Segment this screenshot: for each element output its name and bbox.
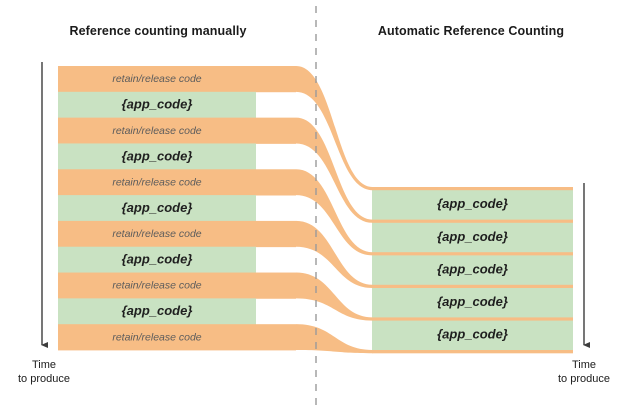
right-app-code-bar bbox=[372, 252, 573, 286]
left-retain-bar-label: retain/release code bbox=[112, 73, 201, 85]
left-app-code-bar bbox=[58, 91, 256, 119]
left-app-code-bar-label: {app_code} bbox=[122, 148, 193, 163]
right-app-code-bar-label: {app_code} bbox=[437, 229, 508, 244]
right-axis-caption-line1: Time bbox=[571, 359, 597, 371]
left-retain-bar-label: retain/release code bbox=[112, 280, 201, 292]
retain-release-ribbon bbox=[296, 169, 373, 256]
retain-release-ribbon bbox=[296, 220, 373, 288]
left-axis-caption-line1: Time bbox=[31, 359, 57, 371]
left-retain-bar bbox=[58, 117, 296, 144]
right-axis-caption-line2: to produce bbox=[558, 373, 610, 385]
right-retain-separator bbox=[372, 219, 573, 223]
left-app-code-bar-label: {app_code} bbox=[122, 303, 193, 318]
left-app-code-bar bbox=[58, 143, 256, 170]
left-retain-bar bbox=[58, 220, 296, 248]
left-retain-bar-label: retain/release code bbox=[112, 125, 201, 137]
right-app-code-bar bbox=[372, 284, 573, 318]
right-retain-separator bbox=[372, 284, 573, 288]
right-retain-separator bbox=[372, 252, 573, 256]
left-retain-bar bbox=[58, 324, 296, 351]
retain-release-ribbon bbox=[296, 117, 373, 223]
heading-manual-reference-counting: Reference counting manually bbox=[69, 24, 247, 38]
right-app-code-bar-label: {app_code} bbox=[437, 261, 508, 276]
left-app-code-bar-label: {app_code} bbox=[122, 200, 193, 215]
left-axis-caption-line2: to produce bbox=[18, 373, 70, 385]
left-app-code-bar-label: {app_code} bbox=[122, 252, 193, 267]
retain-release-ribbon bbox=[296, 66, 373, 191]
left-axis-caption: Time to produce bbox=[8, 358, 80, 386]
right-app-code-bar bbox=[372, 317, 573, 351]
left-retain-bar bbox=[58, 272, 296, 299]
right-app-code-bar-label: {app_code} bbox=[437, 294, 508, 309]
left-retain-bar bbox=[58, 169, 296, 196]
diagram-headings: Reference counting manually Automatic Re… bbox=[0, 0, 626, 60]
right-stack-group: {app_code} {app_code} {app_code} {app_code}… bbox=[372, 187, 573, 354]
right-app-code-bar bbox=[372, 187, 573, 220]
left-retain-bar-label: retain/release code bbox=[112, 176, 201, 188]
left-retain-bar bbox=[58, 66, 296, 93]
left-retain-bar-label: retain/release code bbox=[112, 228, 201, 240]
right-retain-separator bbox=[372, 350, 573, 354]
heading-automatic-reference-counting: Automatic Reference Counting bbox=[377, 24, 565, 38]
left-app-code-bar bbox=[58, 195, 256, 222]
left-app-code-bar bbox=[58, 246, 256, 273]
left-retain-bar-label: retain/release code bbox=[112, 331, 201, 343]
left-app-code-bar bbox=[58, 298, 256, 325]
right-app-code-bar-label: {app_code} bbox=[437, 327, 508, 342]
right-app-code-bar bbox=[372, 219, 573, 253]
right-axis-caption: Time to produce bbox=[548, 358, 620, 386]
right-retain-separator bbox=[372, 187, 573, 191]
right-app-code-bar-label: {app_code} bbox=[437, 196, 508, 211]
left-stack-group: retain/release code {app_code} retain/rele… bbox=[58, 66, 296, 351]
retain-release-ribbon bbox=[296, 324, 373, 354]
retain-release-ribbon bbox=[296, 272, 373, 321]
right-retain-separator bbox=[372, 317, 573, 321]
left-app-code-bar-label: {app_code} bbox=[122, 97, 193, 112]
